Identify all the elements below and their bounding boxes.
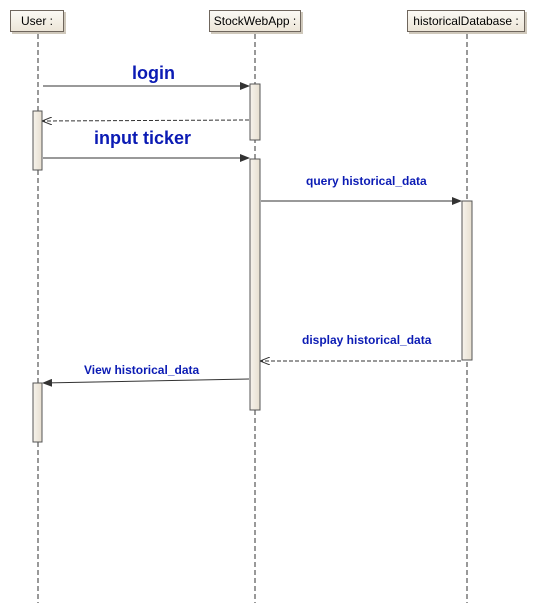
- lifeline-header-historicaldatabase: historicalDatabase :: [407, 10, 525, 32]
- message-label-display: display historical_data: [302, 333, 432, 347]
- lifeline-label-historicaldatabase: historicalDatabase :: [413, 14, 519, 28]
- message-label-input-ticker: input ticker: [94, 128, 192, 148]
- message-label-login: login: [132, 63, 175, 83]
- lifeline-label-stockwebapp: StockWebApp :: [213, 14, 297, 28]
- lifeline-header-user: User :: [10, 10, 64, 32]
- message-view-arrow: [42, 378, 250, 387]
- activation-user-1: [32, 110, 43, 171]
- activation-app-2: [249, 158, 261, 411]
- message-label-query: query historical_data: [306, 174, 427, 188]
- message-label-view: View historical_data: [84, 363, 200, 377]
- activation-app-1: [249, 83, 261, 141]
- return-login-arrow: [43, 120, 250, 121]
- lifeline-label-user: User :: [20, 14, 53, 28]
- activation-db-1: [461, 200, 473, 361]
- activation-user-2: [32, 382, 43, 443]
- lifeline-header-stockwebapp: StockWebApp :: [209, 10, 301, 32]
